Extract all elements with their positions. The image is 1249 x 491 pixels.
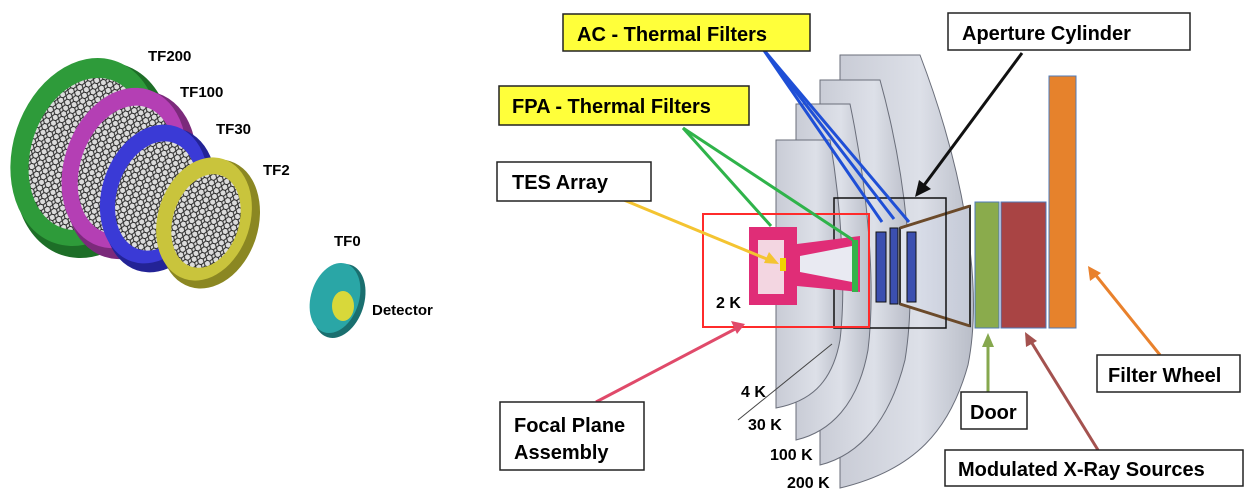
modulated-xray-sources-callout[interactable]	[944, 449, 1244, 487]
temp-30k-label: 30 K	[748, 417, 782, 434]
temp-4k-label: 4 K	[741, 384, 766, 401]
callout-boxes[interactable]: AC - Thermal Filters FPA - Thermal Filte…	[496, 12, 1244, 487]
tes-array-callout[interactable]	[496, 161, 652, 202]
filter-wheel-callout[interactable]	[1096, 354, 1241, 393]
focal-plane-assembly-line1: Focal Plane	[514, 415, 625, 437]
tf2-filter-ring	[156, 157, 260, 289]
tf0-filter-ring	[309, 262, 366, 338]
filter-wheel-block	[1048, 75, 1077, 329]
tf200-label: TF200	[148, 48, 191, 65]
temp-100k-label: 100 K	[770, 447, 813, 464]
temp-2k-label: 2 K	[716, 295, 741, 312]
door-callout[interactable]	[960, 391, 1028, 430]
aperture-cylinder-text: Aperture Cylinder	[962, 23, 1131, 45]
focal-plane-assembly-line2: Assembly	[514, 442, 609, 464]
temp-200k-label: 200 K	[787, 475, 830, 491]
fpa-frame	[702, 213, 870, 328]
fpa-thermal-filters-callout[interactable]	[498, 85, 750, 126]
ac-filters	[875, 231, 887, 303]
tes-array-chip	[780, 258, 786, 271]
tf2-label: TF2	[263, 162, 290, 179]
ac-thermal-filters-callout[interactable]	[562, 13, 811, 52]
xray-sources-block	[1000, 201, 1047, 329]
filter-stack-illustration: TF200 TF100 TF30 TF2 TF0 Detector	[10, 48, 433, 338]
aperture-cylinder-callout[interactable]	[947, 12, 1191, 51]
tes-array-text: TES Array	[512, 172, 609, 194]
door-text: Door	[970, 402, 1017, 424]
door-block	[974, 201, 1000, 329]
detector-element	[332, 291, 354, 321]
tf30-label: TF30	[216, 121, 251, 138]
temperature-labels: 2 K 4 K 30 K 100 K 200 K	[716, 295, 830, 491]
detector-label: Detector	[372, 302, 433, 319]
focal-plane-assembly-callout[interactable]	[499, 401, 645, 471]
ac-thermal-filters-text: AC - Thermal Filters	[577, 24, 767, 46]
tf0-label: TF0	[334, 233, 361, 250]
fpa-thermal-filters-text: FPA - Thermal Filters	[512, 96, 711, 118]
modulated-xray-sources-text: Modulated X-Ray Sources	[958, 459, 1205, 481]
tf100-label: TF100	[180, 84, 223, 101]
callout-arrows	[595, 48, 1162, 451]
filter-wheel-text: Filter Wheel	[1108, 365, 1221, 387]
